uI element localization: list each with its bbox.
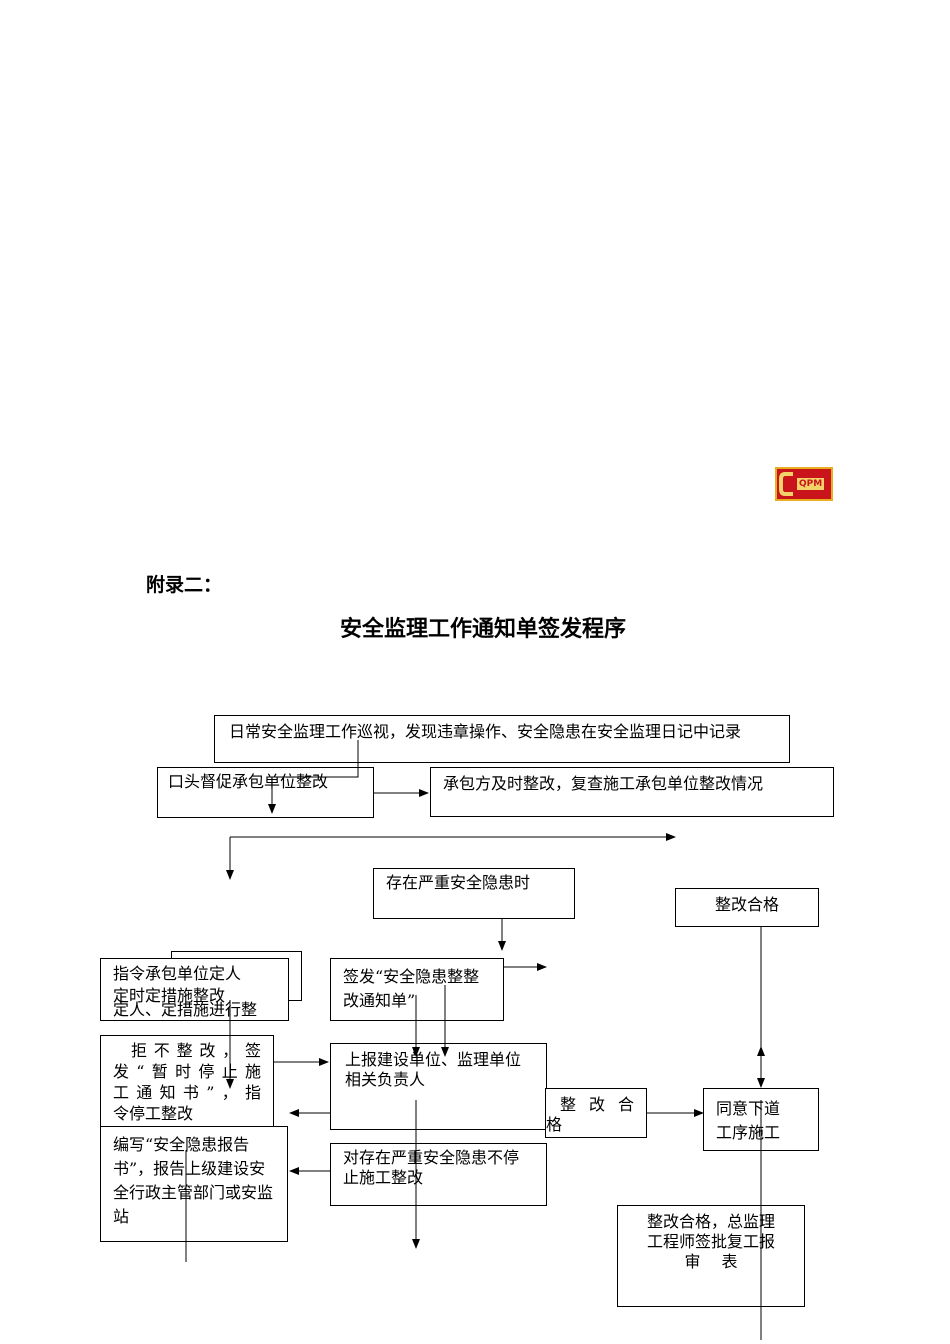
node-refuse: 拒不整改，签 发“暂时停止施 工通知书”，指 令停工整改: [100, 1035, 274, 1127]
node-refuse-line4: 令停工整改: [113, 1104, 194, 1123]
node-order-fix-line2: 定时定措施整改: [113, 986, 226, 1005]
node-fix-ok-mid-line1: 整 改 合: [560, 1095, 634, 1114]
node-refuse-line3: 工通知书”，指: [113, 1083, 261, 1102]
node-final-approve-line1: 整改合格，总监理: [646, 1212, 775, 1231]
node-not-stop: 对存在严重安全隐患不停止施工整改: [330, 1143, 547, 1206]
node-fix-ok-mid-line2: 格: [546, 1115, 563, 1134]
page-title: 安全监理工作通知单签发程序: [340, 617, 627, 642]
logo-emblem-icon: [779, 472, 793, 496]
node-next-process-line2: 工序施工: [716, 1123, 781, 1142]
node-timely-fix-text: 承包方及时整改，复查施工承包单位整改情况: [443, 774, 764, 793]
node-serious-hazard-text: 存在严重安全隐患时: [386, 873, 531, 892]
company-logo: QPM: [775, 467, 833, 501]
node-fix-ok-mid: 整 改 合 格: [545, 1088, 647, 1138]
node-fix-ok-top-text: 整改合格: [714, 895, 779, 914]
node-fix-ok-top: 整改合格: [675, 888, 819, 927]
node-not-stop-text: 对存在严重安全隐患不停止施工整改: [343, 1148, 520, 1187]
edge-patrol-to-urge: [268, 740, 359, 814]
node-write-report: 编写“安全隐患报告书”，报告上级建设安全行政主管部门或安监站: [100, 1126, 288, 1242]
node-timely-fix: 承包方及时整改，复查施工承包单位整改情况: [430, 767, 834, 817]
node-issue-notice: 签发“安全隐患整整改通知单”: [330, 958, 504, 1021]
node-final-approve-line3: 审 表: [684, 1252, 738, 1271]
appendix-label: 附录二：: [146, 574, 223, 596]
node-order-fix-line3: 定人、定措施进行整: [113, 1000, 258, 1019]
node-serious-hazard: 存在严重安全隐患时: [373, 868, 575, 919]
node-report-units: 上报建设单位、监理单位相关负责人: [330, 1043, 547, 1130]
node-final-approve: 整改合格，总监理 工程师签批复工报 审 表: [617, 1205, 805, 1307]
node-refuse-line2: 发“暂时停止施: [113, 1062, 261, 1081]
node-issue-notice-text: 签发“安全隐患整整改通知单”: [343, 967, 480, 1010]
node-next-process-line1: 同意下道: [716, 1099, 781, 1118]
node-write-report-text: 编写“安全隐患报告书”，报告上级建设安全行政主管部门或安监站: [113, 1135, 274, 1226]
node-daily-patrol-text: 日常安全监理工作巡视，发现违章操作、安全隐患在安全监理日记中记录: [229, 722, 742, 741]
node-order-fix-line1: 指令承包单位定人: [113, 964, 242, 983]
node-final-approve-line2: 工程师签批复工报: [646, 1232, 775, 1251]
node-daily-patrol: 日常安全监理工作巡视，发现违章操作、安全隐患在安全监理日记中记录: [214, 715, 790, 763]
logo-text: QPM: [797, 478, 825, 490]
node-refuse-line1: 拒不整改，签: [131, 1041, 261, 1060]
node-report-units-text: 上报建设单位、监理单位相关负责人: [345, 1050, 522, 1089]
node-order-fix: 指令承包单位定人 定时定措施整改 定人、定措施进行整: [100, 958, 289, 1021]
